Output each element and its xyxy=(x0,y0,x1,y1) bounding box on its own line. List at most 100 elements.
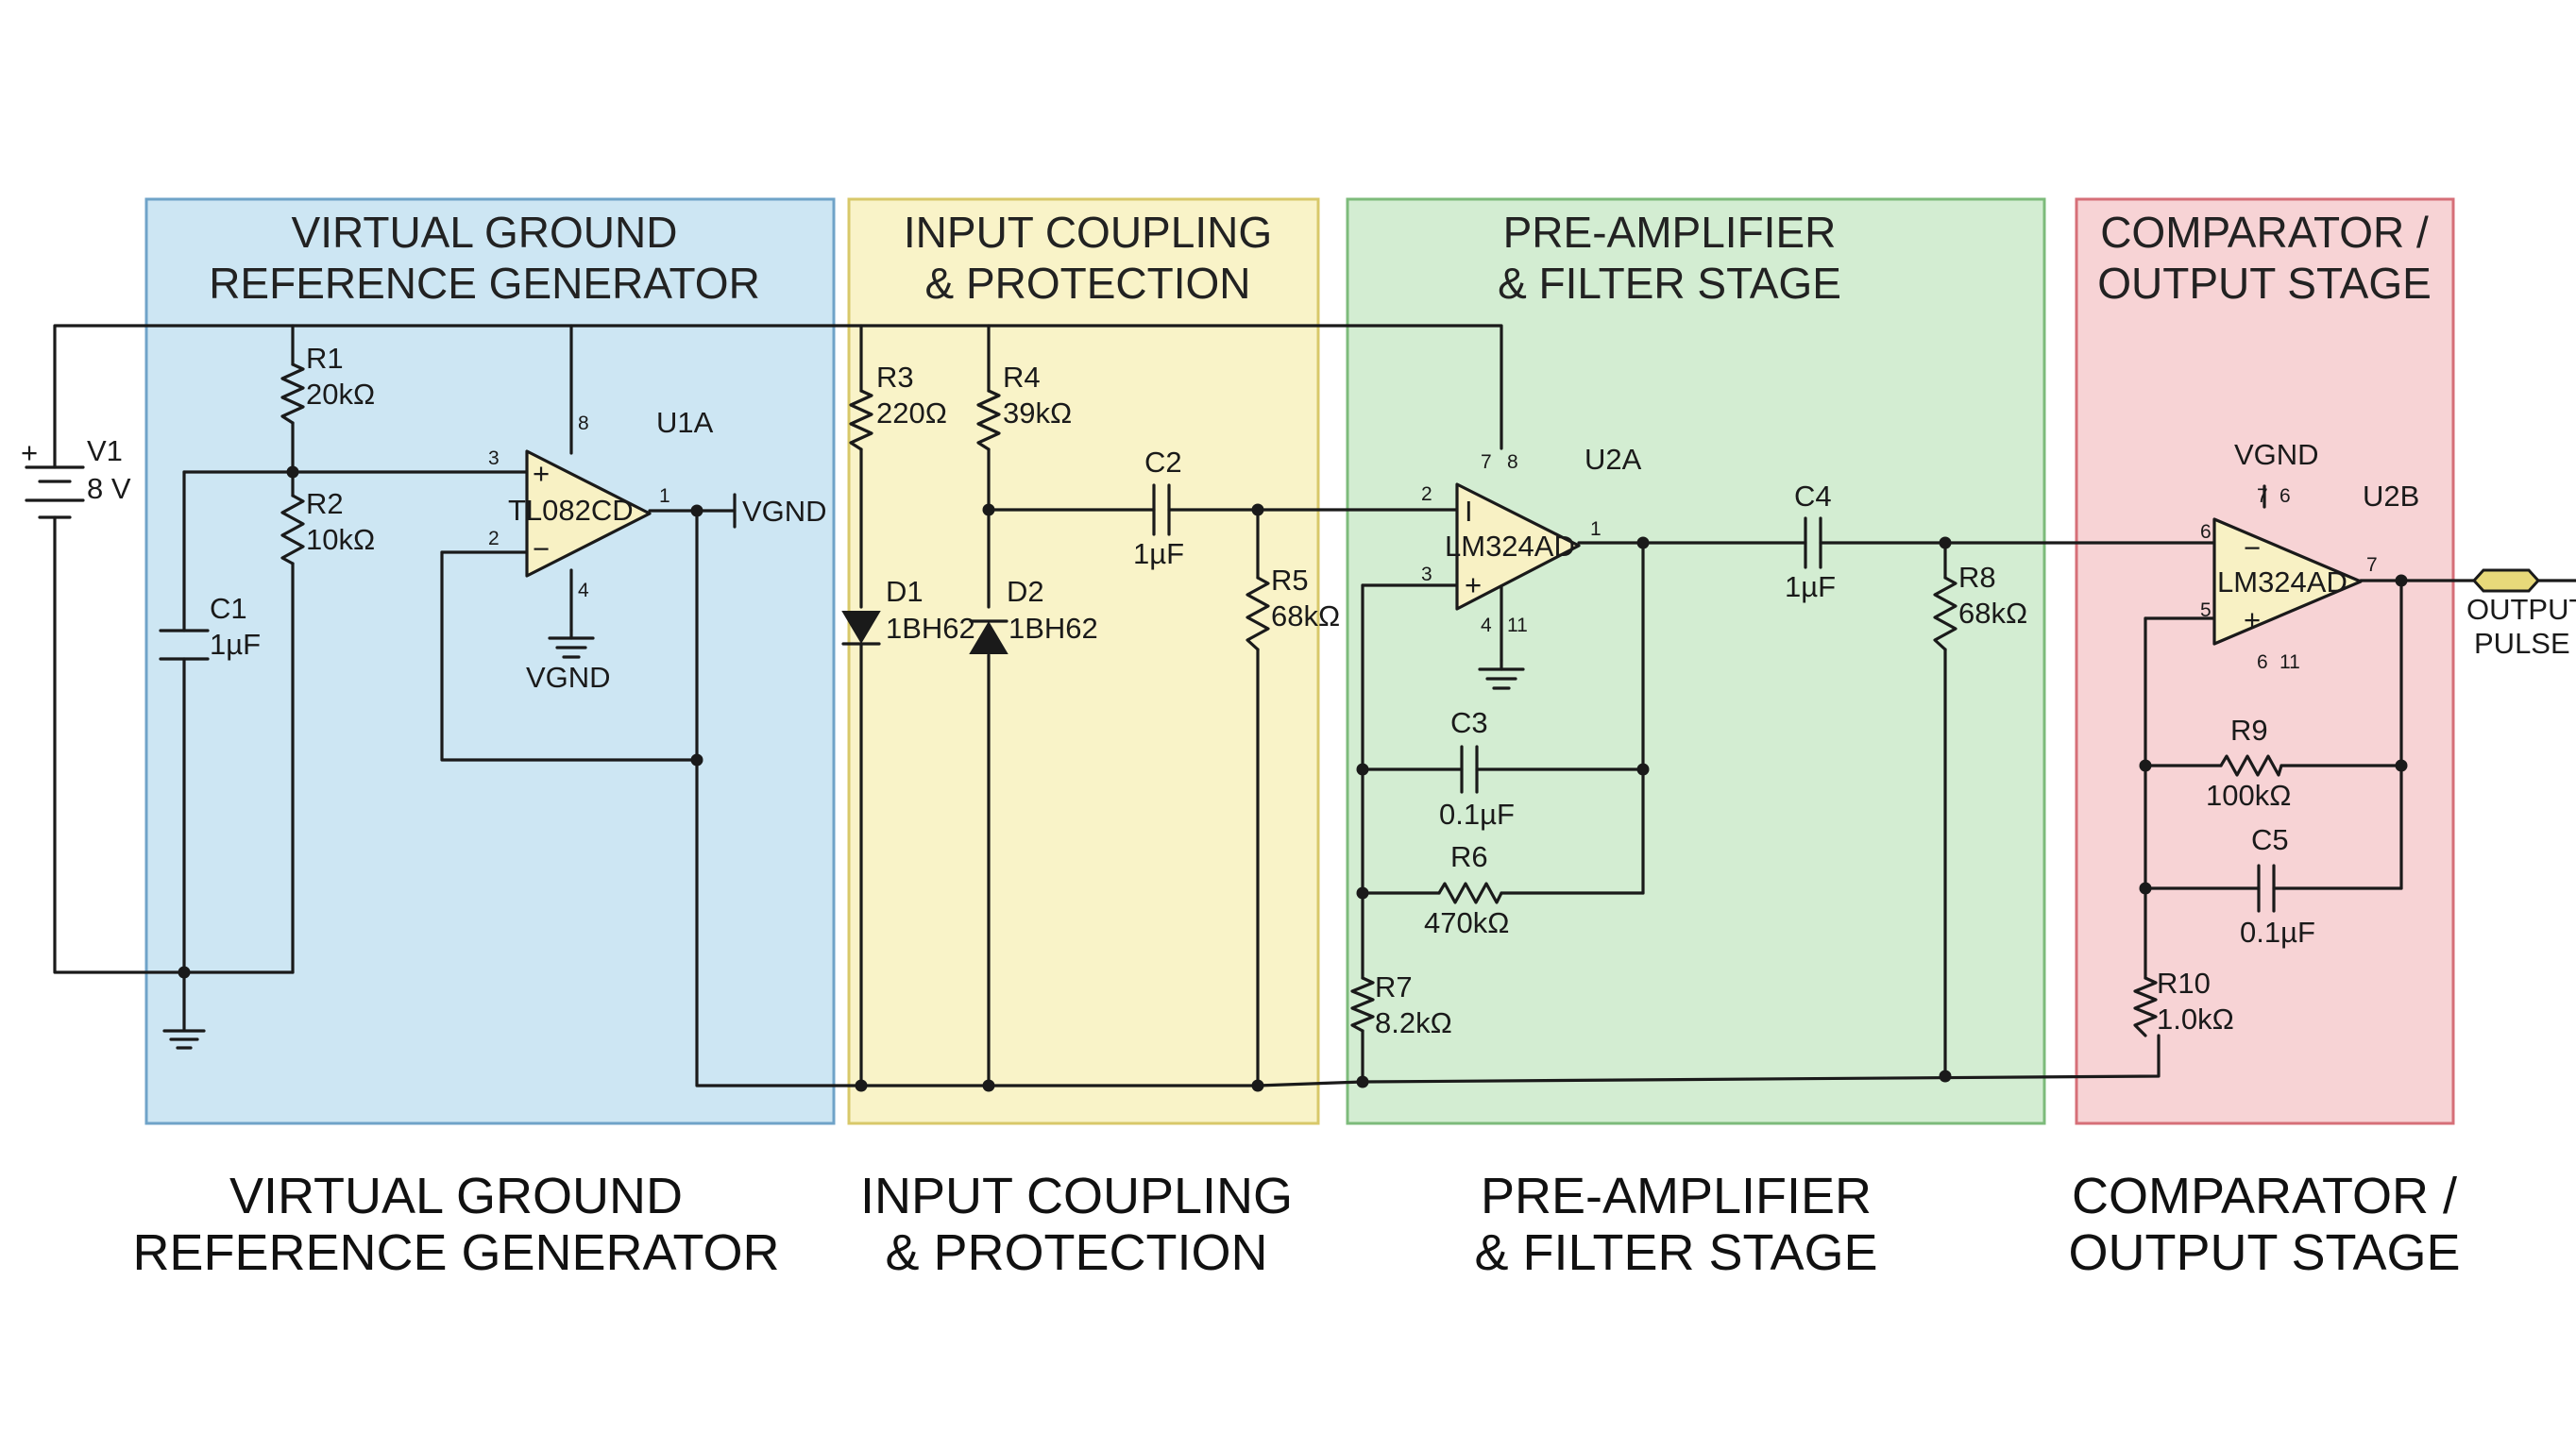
u2b-pin-v2: 6 xyxy=(2279,485,2291,507)
u1a-out-label: VGND xyxy=(742,495,827,528)
resistor-r3: R3 220Ω xyxy=(849,361,947,451)
u2b-part: LM324AD xyxy=(2217,565,2347,599)
section-box-vgnd xyxy=(144,197,836,1125)
section-boxes xyxy=(144,197,2455,1125)
d1-value: 1BH62 xyxy=(886,612,975,645)
u2b-pin-v3: 6 xyxy=(2257,651,2268,673)
u1a-gnd-label: VGND xyxy=(526,661,611,694)
c1-ref: C1 xyxy=(210,592,247,625)
caption-vgnd-line2: REFERENCE GENERATOR xyxy=(132,1224,779,1281)
c5-value: 0.1µF xyxy=(2240,916,2315,949)
d1-ref: D1 xyxy=(886,575,924,608)
resistor-r8: R8 68kΩ xyxy=(1933,561,2027,651)
caption-input-line2: & PROTECTION xyxy=(885,1224,1267,1281)
battery-v1: + V1 8 V xyxy=(21,434,131,519)
opamp-u2b: − + LM324AD U2B VGND 6 5 7 7 6 6 11 xyxy=(2200,438,2419,673)
u2b-pin-v4: 11 xyxy=(2279,651,2300,673)
capacitor-c1: C1 1µF xyxy=(159,592,261,661)
r8-ref: R8 xyxy=(1958,561,1996,594)
u2a-pin-plus: 3 xyxy=(1421,564,1432,585)
caption-preamp-line1: PRE-AMPLIFIER xyxy=(1481,1168,1872,1224)
u2a-pin-out: 1 xyxy=(1590,518,1602,540)
r2-ref: R2 xyxy=(306,487,344,520)
section-title-preamp-line1: PRE-AMPLIFIER xyxy=(1503,208,1837,257)
output-label-line2: PULSE xyxy=(2474,627,2570,660)
caption-comparator-line1: COMPARATOR / xyxy=(2072,1168,2457,1224)
caption-input-line1: INPUT COUPLING xyxy=(860,1168,1293,1224)
u2b-pin-out: 7 xyxy=(2366,554,2378,576)
u2a-pin-v4: 11 xyxy=(1507,615,1528,636)
section-title-input-line1: INPUT COUPLING xyxy=(904,208,1272,257)
r10-ref: R10 xyxy=(2157,967,2211,1000)
r6-ref: R6 xyxy=(1450,840,1488,873)
capacitor-c5: C5 0.1µF xyxy=(2240,823,2315,949)
v1-ref: V1 xyxy=(87,434,123,467)
u2b-minus-symbol: − xyxy=(2244,531,2261,565)
section-title-comparator-line1: COMPARATOR / xyxy=(2100,208,2429,257)
r8-value: 68kΩ xyxy=(1958,597,2027,630)
r7-ref: R7 xyxy=(1375,970,1413,1003)
c3-ref: C3 xyxy=(1450,706,1488,739)
caption-vgnd-line1: VIRTUAL GROUND xyxy=(229,1168,683,1224)
caption-preamp-line2: & FILTER STAGE xyxy=(1474,1224,1877,1281)
d2-ref: D2 xyxy=(1007,575,1044,608)
r5-value: 68kΩ xyxy=(1271,599,1340,632)
opamp-u1a: + − TL082CD U1A 3 2 1 8 4 VGND VGND xyxy=(488,406,827,694)
r6-value: 470kΩ xyxy=(1424,906,1509,939)
u2a-ref: U2A xyxy=(1585,443,1642,476)
resistor-r7: R7 8.2kΩ xyxy=(1350,970,1452,1039)
c1-value: 1µF xyxy=(210,628,261,661)
c2-ref: C2 xyxy=(1144,446,1182,479)
u2a-part: LM324AD xyxy=(1445,530,1575,563)
ground-symbol-u1a xyxy=(548,629,595,659)
c4-value: 1µF xyxy=(1785,570,1836,603)
section-title-vgnd-line1: VIRTUAL GROUND xyxy=(292,208,678,257)
u2a-pin-v1: 7 xyxy=(1481,451,1492,473)
c5-ref: C5 xyxy=(2251,823,2289,856)
u2b-pin-minus: 6 xyxy=(2200,521,2212,543)
u2a-plus-symbol: + xyxy=(1465,568,1482,601)
u1a-pin-minus: 2 xyxy=(488,528,500,549)
u1a-pin-plus: 3 xyxy=(488,447,500,469)
d2-value: 1BH62 xyxy=(1008,612,1098,645)
diode-d1: D1 1BH62 xyxy=(841,575,975,646)
r3-ref: R3 xyxy=(876,361,914,394)
resistor-r2: R2 10kΩ xyxy=(280,487,375,565)
opamp-u2a: I + LM324AD U2A 2 3 1 7 8 4 11 xyxy=(1421,443,1642,636)
u2a-minus-symbol: I xyxy=(1465,495,1473,528)
r1-ref: R1 xyxy=(306,342,344,375)
r10-value: 1.0kΩ xyxy=(2157,1003,2234,1036)
u1a-pin-out: 1 xyxy=(659,485,670,507)
capacitor-c3: C3 0.1µF xyxy=(1439,706,1515,831)
u2a-pin-minus: 2 xyxy=(1421,483,1432,505)
u1a-ref: U1A xyxy=(656,406,714,439)
section-title-vgnd-line2: REFERENCE GENERATOR xyxy=(209,259,760,308)
section-title-comparator-line2: OUTPUT STAGE xyxy=(2097,259,2432,308)
r2-value: 10kΩ xyxy=(306,523,375,556)
r4-ref: R4 xyxy=(1003,361,1041,394)
v1-plus-sign: + xyxy=(21,436,38,469)
junction-dots xyxy=(178,465,2408,1092)
section-captions: VIRTUAL GROUND REFERENCE GENERATOR INPUT… xyxy=(132,1168,2460,1281)
u1a-part: TL082CD xyxy=(508,494,634,527)
ground-symbol-vgnd-section xyxy=(162,1029,206,1050)
resistor-r9: R9 100kΩ xyxy=(2206,714,2291,812)
caption-comparator-line2: OUTPUT STAGE xyxy=(2068,1224,2460,1281)
c3-value: 0.1µF xyxy=(1439,798,1515,831)
u1a-pin-vee: 4 xyxy=(578,580,589,601)
section-title-input-line2: & PROTECTION xyxy=(924,259,1250,308)
output-connector: OUTPUT PULSE xyxy=(2466,568,2576,660)
resistor-r5: R5 68kΩ xyxy=(1246,564,1340,651)
u1a-minus-symbol: − xyxy=(533,532,550,565)
resistor-r6: R6 470kΩ xyxy=(1424,840,1509,939)
u2b-pin-v1: 7 xyxy=(2257,485,2268,507)
output-label-line1: OUTPUT xyxy=(2466,593,2576,626)
section-box-input xyxy=(847,197,1320,1125)
r5-ref: R5 xyxy=(1271,564,1309,597)
u2b-ref: U2B xyxy=(2363,480,2419,513)
capacitor-c4: C4 1µF xyxy=(1785,480,1836,603)
u2a-pin-v2: 8 xyxy=(1507,451,1518,473)
u1a-pin-vcc: 8 xyxy=(578,413,589,434)
u2a-pin-v3: 4 xyxy=(1481,615,1492,636)
